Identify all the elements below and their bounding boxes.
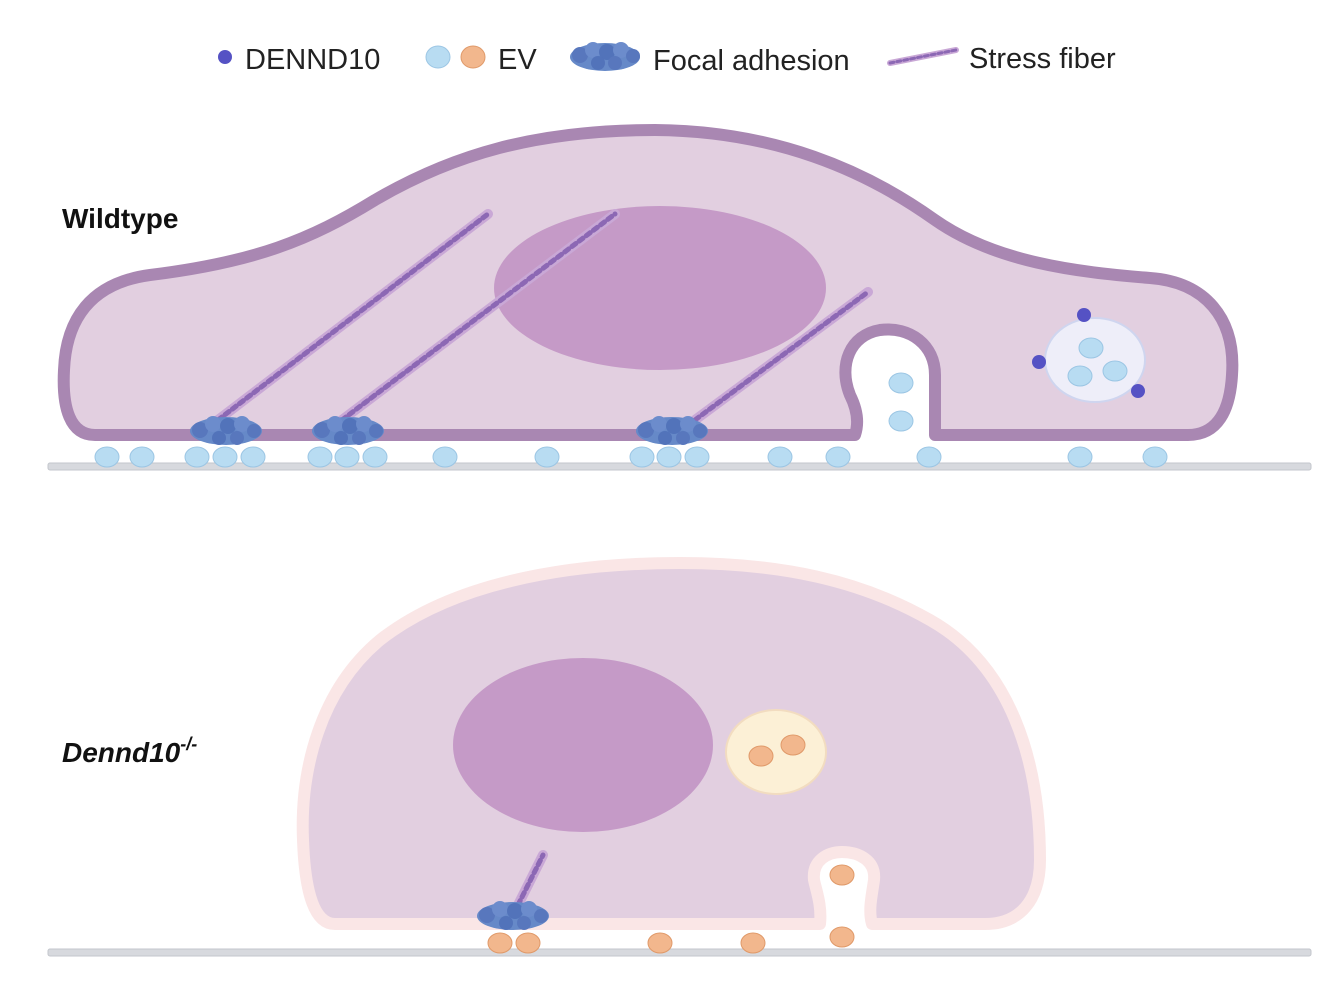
ev-particle — [1067, 446, 1093, 468]
ev-particle — [362, 446, 388, 468]
ev-particle — [767, 446, 793, 468]
wildtype-label: Wildtype — [62, 203, 178, 234]
legend-focal-adhesion-label: Focal adhesion — [653, 45, 850, 77]
wildtype-panel: Wildtype — [47, 124, 1312, 471]
ev-orange-legend-icon — [460, 45, 486, 69]
ev-particle — [684, 446, 710, 468]
ev-particle — [829, 864, 855, 886]
ev-particle — [1078, 337, 1104, 359]
dennd10-dot — [1077, 308, 1091, 322]
ev-particle — [307, 446, 333, 468]
ev-particle — [740, 932, 766, 954]
wildtype-stress-fibers — [213, 209, 873, 425]
knockout-label: Dennd10-/- — [62, 734, 197, 768]
legend: DENND10 EV Focal adhesion Stress fiber — [218, 42, 1116, 77]
ev-particle — [888, 372, 914, 394]
stress-fiber — [513, 850, 548, 910]
knockout-nucleus — [453, 658, 713, 832]
ev-particle — [334, 446, 360, 468]
knockout-multivesicular-body — [725, 709, 827, 795]
wildtype-substrate-evs — [94, 446, 1168, 468]
ev-particle — [534, 446, 560, 468]
ev-particle — [916, 446, 942, 468]
knockout-substrate — [47, 948, 1312, 957]
ev-blue-legend-icon — [425, 45, 451, 69]
ev-particle — [1142, 446, 1168, 468]
ev-particle — [212, 446, 238, 468]
ev-particle — [129, 446, 155, 468]
ev-particle — [656, 446, 682, 468]
focal-adhesion — [190, 416, 262, 445]
legend-dennd10-label: DENND10 — [245, 44, 380, 76]
stress-fiber — [337, 209, 620, 425]
legend-ev-label: EV — [498, 44, 537, 76]
ev-particle — [184, 446, 210, 468]
wildtype-substrate — [47, 462, 1312, 471]
knockout-panel: Dennd10-/- — [47, 557, 1312, 957]
stress-fiber — [690, 287, 873, 425]
ev-particle — [829, 926, 855, 948]
knockout-substrate-evs — [487, 926, 855, 954]
dennd10-legend-icon — [218, 50, 232, 64]
wildtype-nucleus — [494, 206, 826, 370]
ev-particle — [647, 932, 673, 954]
ev-particle — [1102, 360, 1128, 382]
legend-stress-fiber-label: Stress fiber — [969, 43, 1116, 75]
focal-adhesion — [636, 416, 708, 445]
ev-particle — [487, 932, 513, 954]
focal-adhesion — [312, 416, 384, 445]
knockout-label-main: Dennd10 — [62, 737, 181, 768]
wildtype-multivesicular-body — [1032, 308, 1146, 403]
ev-particle — [825, 446, 851, 468]
ev-particle — [515, 932, 541, 954]
focal-adhesion — [477, 901, 549, 930]
ev-particle — [432, 446, 458, 468]
ev-particle — [629, 446, 655, 468]
dennd10-dot — [1032, 355, 1046, 369]
ev-particle — [888, 410, 914, 432]
ev-particle — [240, 446, 266, 468]
ev-particle — [748, 745, 774, 767]
ev-particle — [780, 734, 806, 756]
stress-fiber — [213, 209, 493, 425]
ev-particle — [1067, 365, 1093, 387]
dennd10-dot — [1131, 384, 1145, 398]
ev-particle — [94, 446, 120, 468]
focal-adhesion-legend-icon — [570, 42, 640, 71]
knockout-label-superscript: -/- — [180, 734, 197, 754]
